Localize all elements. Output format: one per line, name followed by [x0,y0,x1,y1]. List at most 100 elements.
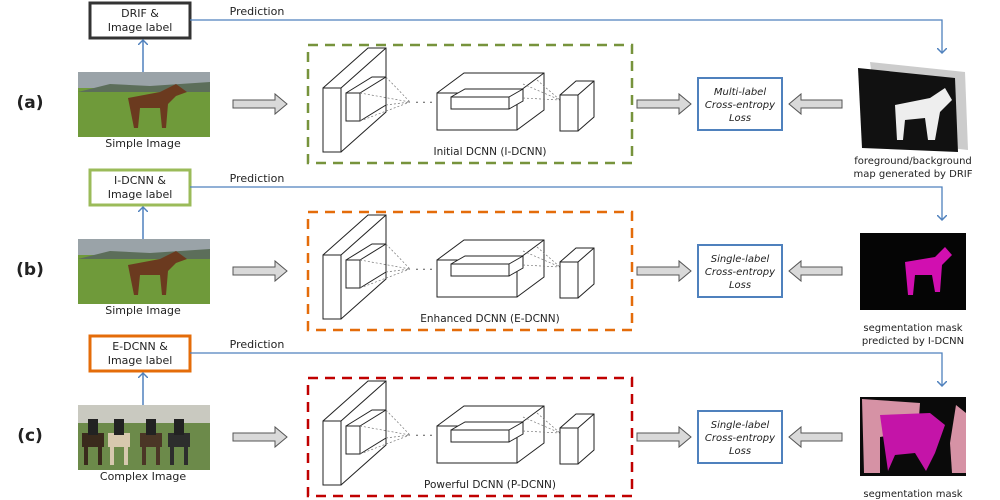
horse-mask [905,247,952,295]
input-image [78,72,210,137]
loss-label-line: Multi-label [714,87,766,98]
prediction-label-line: Prediction [230,172,285,185]
horse-shape [140,433,162,447]
horse-leg [98,447,102,465]
loss-box [697,77,783,131]
loss-label-line: Loss [729,280,751,291]
horse-leg [170,447,174,465]
network-label: Initial DCNN (I-DCNN) [433,146,546,158]
network-label: Powerful DCNN (P-DCNN) [424,479,556,491]
ellipsis-label-line: · · · [415,429,432,442]
block-arrow-icon [636,259,692,283]
ellipsis-label: · · · [415,263,432,276]
loss-box [697,410,783,464]
target-caption-line: foreground/background [854,156,972,167]
horse-leg [156,447,160,465]
projection-lines [359,76,411,122]
row-tag-label: (c) [17,426,43,446]
projection-lines [522,412,561,434]
loss-label-line: Cross-entropy [705,267,776,278]
source-box-label-line: Image label [108,354,173,367]
target-caption-line: map generated by DRIF [853,169,972,180]
inner-box-front [450,96,510,110]
network-dashed-frame [306,210,634,332]
projection-lines [359,409,411,455]
target-map [860,397,966,476]
source-box-label-line: Image label [108,188,173,201]
conv-slab-front [322,420,342,486]
horse-leg [110,447,114,465]
projection-lines [522,246,561,268]
mask-region [880,413,945,471]
network-label-line: Enhanced DCNN (E-DCNN) [420,313,559,325]
row-tag-label: (a) [16,93,43,113]
source-box-label-line: DRIF & [121,7,159,20]
horse-silhouette [895,88,952,140]
output-box-front [559,261,579,299]
loss-label-line: Loss [729,446,751,457]
block-arrow-icon [232,259,288,283]
image-caption-line: Simple Image [105,304,181,317]
network-dashed-frame [306,43,634,165]
conv-slab-front [322,254,342,320]
inner-box-front [450,429,510,443]
crowd [78,405,210,423]
image-caption-line: Simple Image [105,137,181,150]
source-box-label: DRIF &Image label [108,7,173,34]
loss-label-line: Single-label [711,254,770,265]
horse-shape [128,84,187,128]
source-box-label-line: E-DCNN & [112,340,168,353]
prediction-label: Prediction [230,5,285,18]
prediction-label: Prediction [230,338,285,351]
horse-shape [108,433,130,447]
ellipsis-label-line: · · · [415,263,432,276]
source-box-label-line: Image label [108,21,173,34]
horse-leg [184,447,188,465]
target-caption: foreground/background map generated by DR… [853,156,972,180]
row-tag-label-line: (b) [16,260,44,280]
horse-leg [84,447,88,465]
inner-box-front [450,263,510,277]
loss-label-line: Loss [729,113,751,124]
target-caption-line: segmentation mask [863,323,962,334]
output-box-front [559,427,579,465]
horse-shape [82,433,104,447]
rider-shape [114,419,124,435]
kernel-box-front [345,425,361,455]
block-arrow-icon [232,92,288,116]
loss-box [697,244,783,298]
conv-slab-front [322,87,342,153]
block-arrow-icon [636,425,692,449]
kernel-box-front [345,92,361,122]
block-arrow-icon [788,425,843,449]
target-map [858,62,968,152]
image-caption-line: Complex Image [100,470,186,483]
prediction-label-line: Prediction [230,5,285,18]
source-box-label: E-DCNN &Image label [108,340,173,367]
prediction-connector [190,19,942,53]
target-caption-line: predicted by I-DCNN [862,336,964,347]
loss-label-line: Single-label [711,420,770,431]
projection-lines [359,243,411,289]
image-caption: Simple Image [105,304,181,317]
network-label: Enhanced DCNN (E-DCNN) [420,313,559,325]
prediction-connector [190,352,942,386]
image-caption: Complex Image [100,470,186,483]
rider-shape [88,419,98,435]
rider-shape [146,419,156,435]
target-map [860,233,966,310]
ellipsis-label: · · · [415,429,432,442]
source-box [88,334,192,373]
row-tag-label-line: (a) [16,93,43,113]
prediction-label-line: Prediction [230,338,285,351]
output-box-front [559,94,579,132]
source-box [88,1,192,40]
